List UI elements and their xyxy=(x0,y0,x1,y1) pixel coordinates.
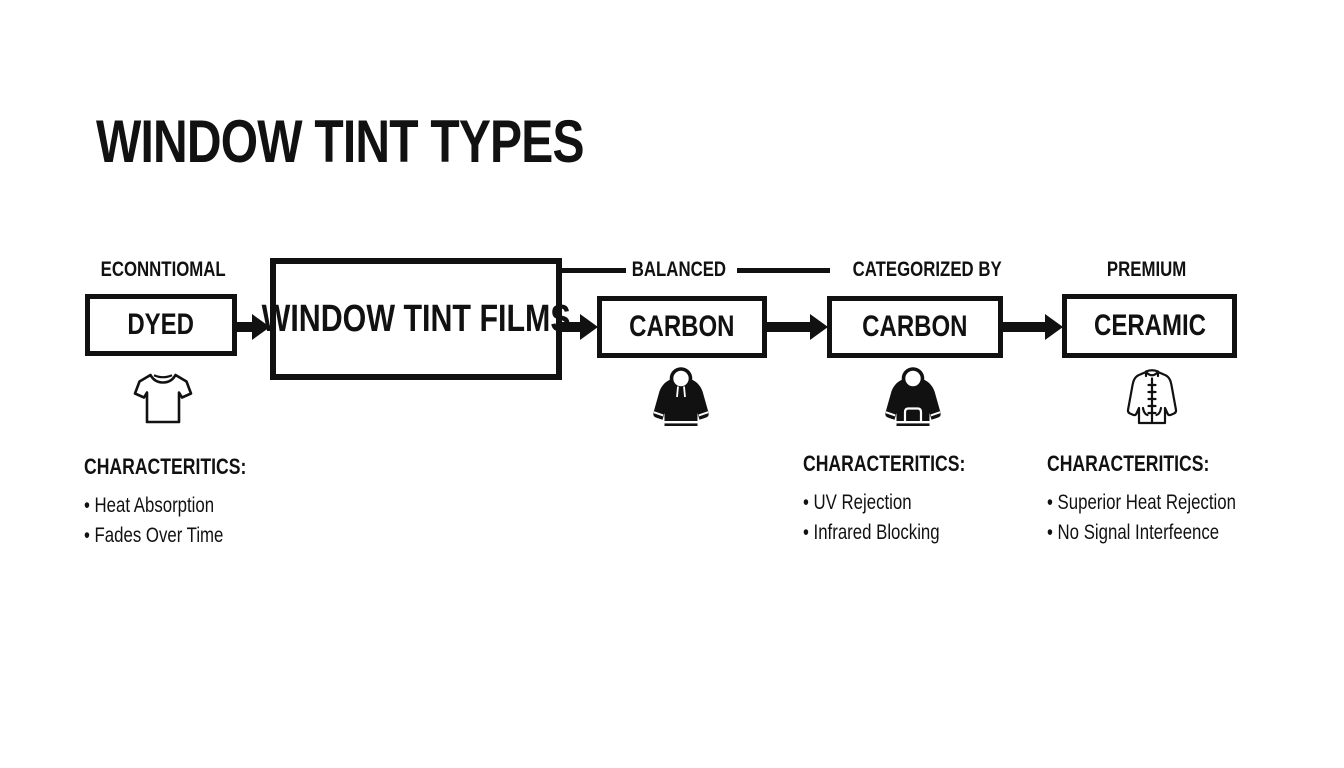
flow-arrow xyxy=(235,314,270,340)
flow-arrow xyxy=(1001,314,1063,340)
box-ceramic: CERAMIC xyxy=(1062,294,1237,358)
characteristic-item: • Infrared Blocking xyxy=(803,521,940,544)
box-dyed: DYED xyxy=(85,294,237,356)
tier-label-economical: ECONNTIOMAL xyxy=(100,258,226,281)
characteristics-heading: CHARACTERITICS: xyxy=(84,454,247,479)
characteristics-heading: CHARACTERITICS: xyxy=(1047,451,1210,476)
arrow-shaft xyxy=(764,322,810,332)
characteristic-item: • Fades Over Time xyxy=(84,524,224,547)
main-box-window-tint-films: WINDOW TINT FILMS xyxy=(262,258,571,380)
tier-label-balanced: BALANCED xyxy=(631,258,727,281)
flow-arrow xyxy=(560,314,598,340)
characteristic-item: • No Signal Interfeence xyxy=(1047,521,1220,544)
characteristic-item: • Heat Absorption xyxy=(84,494,215,517)
arrow-shaft xyxy=(560,322,580,332)
arrow-shaft xyxy=(235,322,252,332)
arrow-shaft xyxy=(1001,322,1045,332)
jacket-icon xyxy=(1120,367,1184,428)
characteristic-item: • UV Rejection xyxy=(803,491,912,514)
tier-label-categorized-by: CATEGORIZED BY xyxy=(852,258,1002,281)
arrow-head xyxy=(810,314,828,340)
box-carbon-balanced: CARBON xyxy=(597,296,767,358)
hoodie-icon xyxy=(648,366,714,432)
box-carbon-categorized: CARBON xyxy=(827,296,1003,358)
characteristic-item: • Superior Heat Rejection xyxy=(1047,491,1236,514)
characteristics-block-ceramic: CHARACTERITICS: • Superior Heat Rejectio… xyxy=(1047,453,1283,548)
t-shirt-icon xyxy=(133,370,193,428)
tier-label-premium: PREMIUM xyxy=(1107,258,1187,281)
connector-line xyxy=(737,268,830,273)
characteristics-block-dyed: CHARACTERITICS: • Heat Absorption • Fade… xyxy=(84,456,287,551)
arrow-head xyxy=(580,314,598,340)
flow-arrow xyxy=(764,314,828,340)
page-title: WINDOW TINT TYPES xyxy=(96,112,706,172)
page-title-text: WINDOW TINT TYPES xyxy=(96,108,585,175)
hoodie-pocket-icon xyxy=(880,366,946,432)
arrow-head xyxy=(252,314,270,340)
characteristics-block-carbon: CHARACTERITICS: • UV Rejection • Infrare… xyxy=(803,453,1006,548)
arrow-head xyxy=(1045,314,1063,340)
characteristics-heading: CHARACTERITICS: xyxy=(803,451,966,476)
connector-line xyxy=(558,268,626,273)
